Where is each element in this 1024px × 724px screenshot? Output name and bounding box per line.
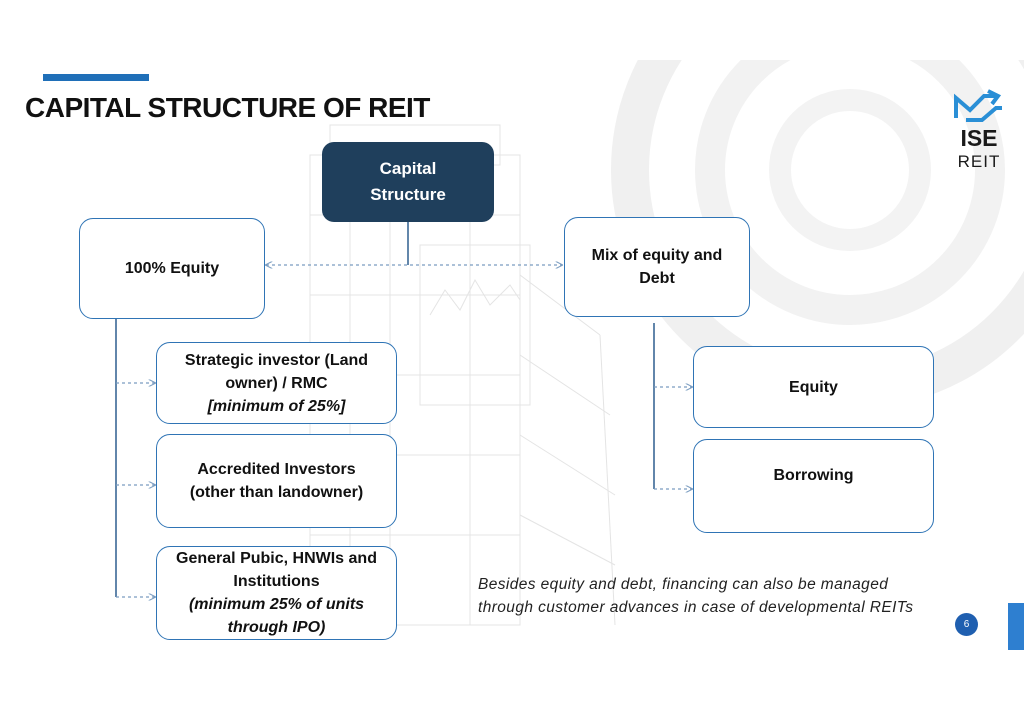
side-accent-bar [1008,603,1024,650]
borrowing-node: Borrowing [693,439,934,533]
public-note-1: (minimum 25% of units [188,596,365,613]
note-line-1: Besides equity and debt, financing can a… [478,576,889,593]
accredited-investors-node: Accredited Investors (other than landown… [156,434,397,528]
mix-line-2: Debt [639,270,675,287]
strategic-line-2: owner) / RMC [225,374,328,392]
logo-text-reit: REIT [957,152,1001,171]
root-line-1: Capital [379,159,437,178]
strategic-note: [minimum of 25%] [207,397,346,415]
public-line-2: Institutions [233,573,320,590]
public-line-1: General Pubic, HNWIs and [176,550,377,567]
financing-note: Besides equity and debt, financing can a… [478,573,968,619]
capital-structure-node: Capital Structure [322,142,494,222]
logo-text-ise: ISE [960,125,998,151]
root-line-2: Structure [370,185,446,204]
full-equity-label: 100% Equity [124,260,220,277]
mix-equity-debt-node: Mix of equity and Debt [564,217,750,317]
page-number-badge: 6 [955,613,978,636]
borrowing-label: Borrowing [773,466,854,484]
note-line-2: through customer advances in case of dev… [478,599,914,616]
accredited-line-2: (other than landowner) [189,484,364,501]
title-accent-bar [43,74,149,81]
public-note-2: through IPO) [227,619,326,636]
accredited-line-1: Accredited Investors [197,461,356,478]
page-title: CAPITAL STRUCTURE OF REIT [25,92,430,123]
logo-arrow-icon [954,89,1002,122]
general-public-node: General Pubic, HNWIs and Institutions (m… [156,546,397,640]
strategic-investor-node: Strategic investor (Land owner) / RMC [m… [156,342,397,424]
strategic-line-1: Strategic investor (Land [184,351,369,369]
mix-line-1: Mix of equity and [591,247,723,264]
full-equity-node: 100% Equity [79,218,265,319]
ise-reit-logo: ISE REIT [950,88,1008,178]
equity-label: Equity [789,378,838,396]
equity-node: Equity [693,346,934,428]
